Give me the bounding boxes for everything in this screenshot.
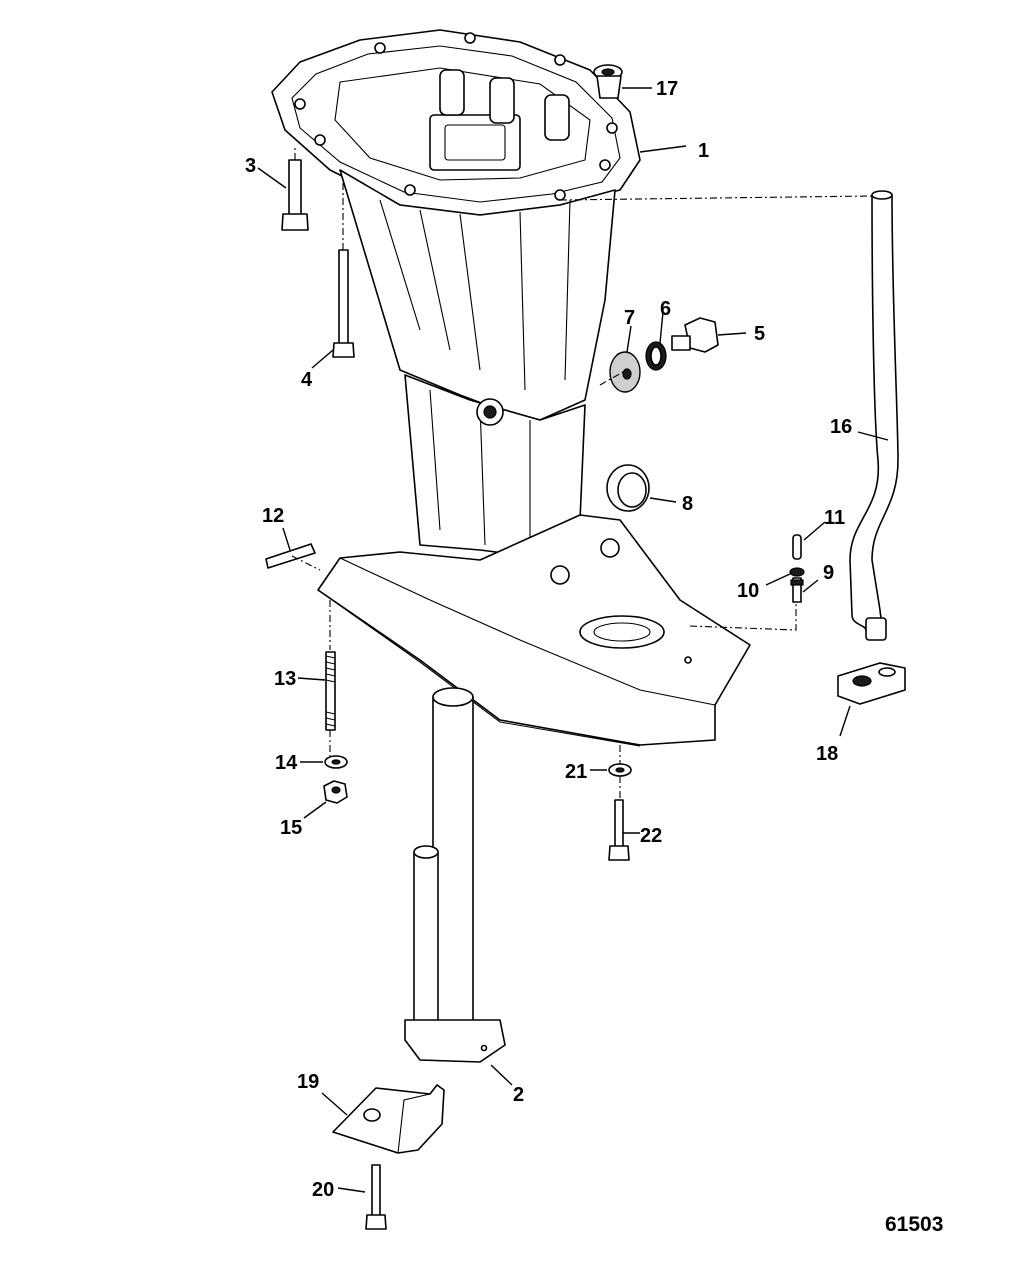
callout-2: 2 (513, 1084, 524, 1106)
callout-17: 17 (656, 78, 678, 100)
callout-4: 4 (301, 369, 313, 391)
callout-3: 3 (245, 155, 256, 177)
callout-11: 11 (824, 507, 845, 529)
bolt-4 (332, 249, 355, 358)
hose-16 (849, 190, 899, 641)
seal-6 (645, 341, 667, 371)
callout-15: 15 (280, 817, 302, 839)
callout-14: 14 (275, 752, 298, 774)
fitting-9 (790, 577, 804, 603)
callout-21: 21 (565, 761, 587, 783)
callout-12: 12 (262, 505, 284, 527)
callout-10: 10 (737, 580, 759, 602)
stud-13 (325, 651, 336, 731)
bushing-8 (606, 464, 650, 512)
driveshaft-housing (271, 29, 751, 747)
callout-6: 6 (660, 298, 671, 320)
callout-1: 1 (698, 140, 709, 162)
callout-7: 7 (624, 307, 635, 329)
decal-12 (265, 543, 316, 569)
washer-21 (608, 763, 632, 777)
callout-5: 5 (754, 323, 765, 345)
nut-15 (323, 780, 348, 804)
center-lines (291, 145, 873, 800)
callout-8: 8 (682, 493, 693, 515)
callout-20: 20 (312, 1179, 334, 1201)
nut-10 (789, 567, 805, 577)
plug-5 (671, 317, 719, 353)
callout-9: 9 (823, 562, 834, 584)
pin-11 (792, 534, 802, 560)
callout-18: 18 (816, 743, 838, 765)
bolt-20 (365, 1164, 387, 1230)
callout-22: 22 (640, 825, 662, 847)
callout-16: 16 (830, 416, 852, 438)
bolt-22 (608, 799, 630, 861)
washer-14 (324, 755, 348, 769)
leader-lines (257, 87, 889, 1193)
callout-labels: 1 2 3 4 5 6 7 8 9 10 11 12 13 14 15 16 1… (245, 78, 852, 1201)
water-tube (404, 687, 506, 1063)
callout-19: 19 (297, 1071, 319, 1093)
bracket-19 (332, 1084, 445, 1154)
figure-id: 61503 (885, 1213, 943, 1236)
callout-13: 13 (274, 668, 296, 690)
bolt-3 (281, 159, 309, 231)
grommet-17 (593, 64, 623, 99)
washer-7 (609, 351, 641, 393)
clamp-18 (837, 662, 906, 705)
